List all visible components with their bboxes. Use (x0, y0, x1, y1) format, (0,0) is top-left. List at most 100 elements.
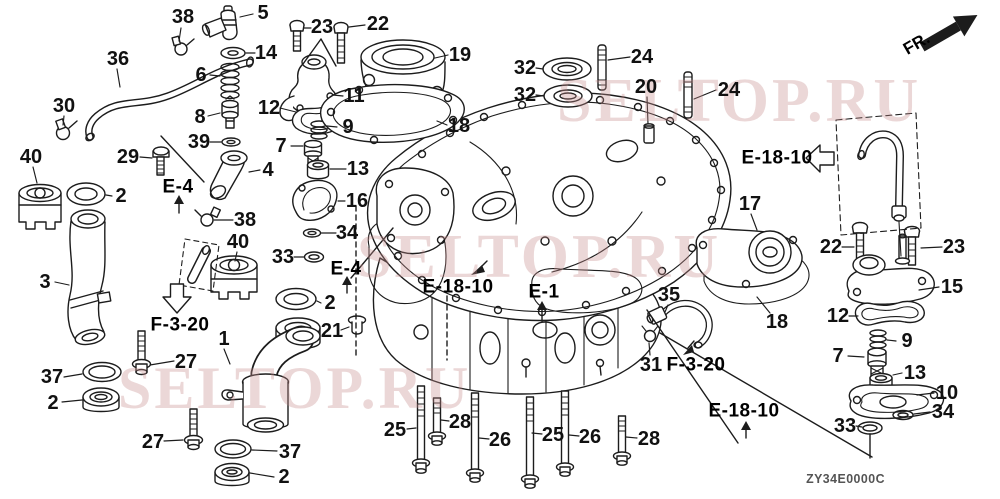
part-callout-11: 11 (343, 85, 365, 107)
part-callout-38: 38 (233, 209, 257, 231)
part-callout-2: 2 (115, 185, 127, 207)
part-callout-27: 27 (141, 431, 165, 453)
pipe-dashed-box (178, 238, 220, 292)
bolt-22-right (851, 221, 869, 264)
part-callout-13: 13 (346, 158, 370, 180)
gasket-18-top (319, 83, 465, 145)
callout-leader-lines (32, 13, 943, 478)
part-callout-29: 29 (116, 146, 140, 168)
valve-8 (221, 95, 239, 129)
stud-24-left (597, 44, 607, 91)
plug-21 (347, 315, 367, 335)
part-callout-18: 18 (447, 115, 471, 137)
part-callout-37: 37 (40, 366, 64, 388)
section-ref-e-4: E-4 (330, 258, 362, 280)
part-callout-40: 40 (226, 231, 250, 253)
part-callout-12: 12 (257, 97, 281, 119)
part-callout-20: 20 (634, 76, 658, 98)
water-tube-3 (67, 209, 112, 346)
part-callout-17: 17 (738, 193, 762, 215)
bolt-29 (152, 146, 170, 176)
part-callout-2: 2 (47, 392, 59, 414)
part-callout-30: 30 (52, 95, 76, 117)
bolt-23-top (289, 19, 305, 52)
clamp-38-mid (194, 206, 222, 227)
part-callout-5: 5 (257, 2, 269, 24)
part-callout-8: 8 (194, 106, 206, 128)
part-callout-39: 39 (187, 131, 211, 153)
part-callout-18: 18 (765, 311, 789, 333)
clamp-30 (55, 118, 78, 141)
bolt-26-b (555, 390, 575, 477)
gasket-12-right (854, 300, 925, 326)
mount-40-mid (210, 255, 258, 300)
part-callout-36: 36 (106, 48, 130, 70)
section-ref-f-3-20: F-3-20 (666, 354, 726, 376)
part-callout-34: 34 (931, 401, 955, 423)
bracket-16 (292, 179, 338, 221)
seal-2-lower-left (82, 387, 120, 413)
part-callout-25: 25 (383, 419, 407, 441)
part-callout-14: 14 (254, 42, 278, 64)
bolt-28-b (612, 415, 632, 466)
spring-6 (220, 62, 240, 100)
part-callout-9: 9 (901, 330, 913, 352)
side-cover-with-gasket (367, 167, 455, 304)
seal-37-bottom (214, 439, 252, 459)
part-callout-19: 19 (448, 44, 472, 66)
hose-35 (646, 299, 713, 349)
part-callout-28: 28 (637, 428, 661, 450)
part-callout-22: 22 (366, 13, 390, 35)
part-callout-34: 34 (335, 222, 359, 244)
part-callout-9: 9 (342, 116, 354, 138)
cover-17 (695, 228, 803, 289)
part-callout-35: 35 (657, 284, 681, 306)
part-callout-3: 3 (39, 271, 51, 293)
part-callout-33: 33 (271, 246, 295, 268)
part-callout-26: 26 (488, 429, 512, 451)
bolt-27-bottom (183, 408, 204, 451)
part-callout-32: 32 (513, 57, 537, 79)
washer-39 (221, 137, 241, 147)
mount-40-left (18, 183, 62, 230)
construction-lines (160, 38, 873, 459)
part-callout-26: 26 (578, 426, 602, 448)
joint-5 (201, 5, 238, 41)
section-ref-e-18-10: E-18-10 (741, 147, 813, 169)
ref-arrows (174, 195, 751, 439)
seal-37-left (82, 361, 122, 383)
hose-36 (85, 56, 255, 142)
part-callout-2: 2 (278, 466, 290, 488)
plate-10 (848, 384, 945, 420)
part-callout-37: 37 (278, 441, 302, 463)
dowel-pin-20 (643, 123, 655, 144)
breather-tube-dashed-box (835, 112, 922, 257)
bolt-26-a (465, 392, 485, 483)
bracket-4 (209, 150, 248, 201)
part-callout-24: 24 (717, 79, 741, 101)
bushing-13-top (306, 159, 330, 180)
part-callout-23: 23 (310, 16, 334, 38)
part-callout-38: 38 (171, 6, 195, 28)
bolt-28-a (427, 397, 447, 446)
part-callout-27: 27 (174, 351, 198, 373)
part-callout-25: 25 (541, 424, 565, 446)
part-callout-2: 2 (324, 292, 336, 314)
washer-34-right (892, 409, 914, 421)
part-callout-4: 4 (262, 159, 274, 181)
section-ref-e-18-10: E-18-10 (708, 400, 780, 422)
section-ref-f-3-20: F-3-20 (150, 314, 210, 336)
section-ref-e-18-10: E-18-10 (422, 276, 494, 298)
part-callout-6: 6 (195, 64, 207, 86)
bolt-27-left (131, 330, 152, 376)
ref-arrow-f-3-20-down (162, 283, 192, 314)
seal-2-mid (275, 287, 317, 311)
bolt-25-b (520, 396, 540, 489)
part-callout-40: 40 (19, 146, 43, 168)
part-callout-1: 1 (218, 328, 230, 350)
part-callout-32: 32 (513, 84, 537, 106)
